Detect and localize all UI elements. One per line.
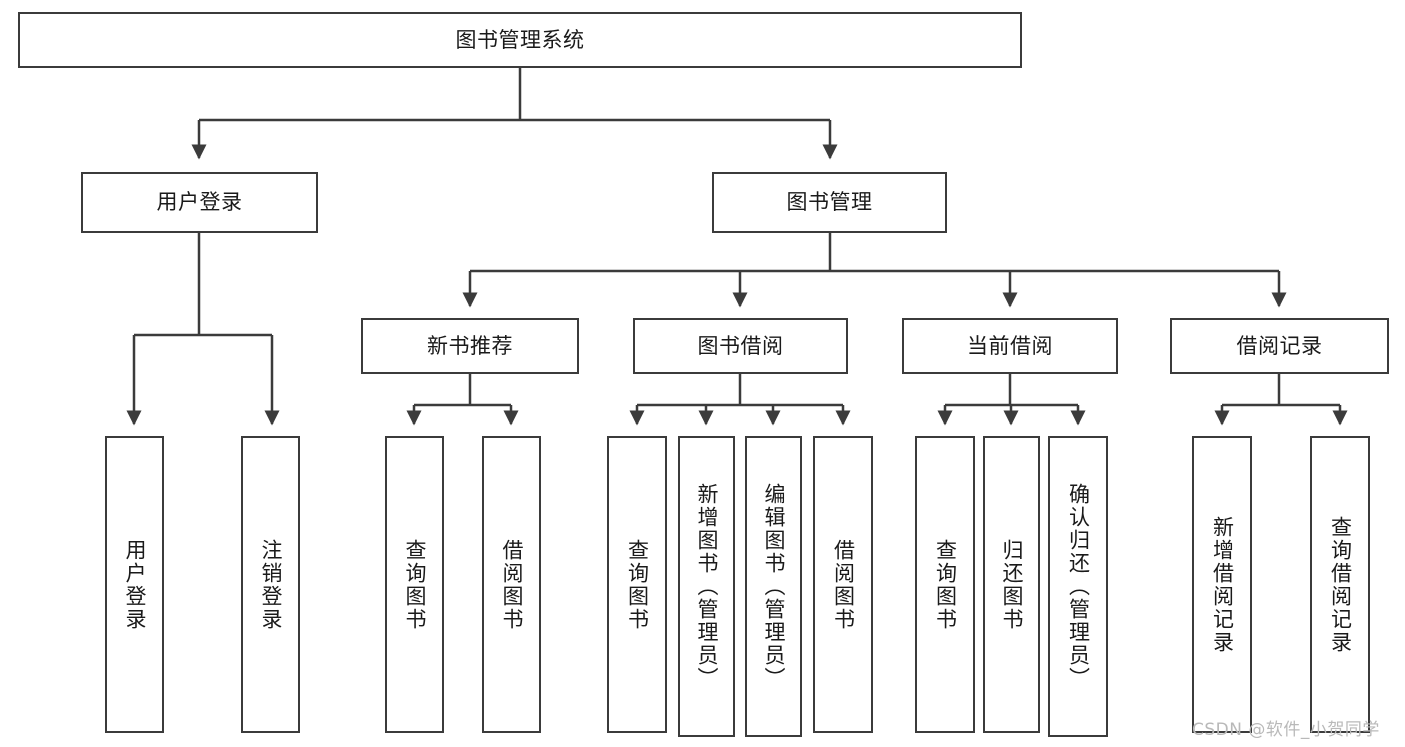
- leaf-edit-book-admin-label: 编辑图书（管理员）: [762, 483, 786, 690]
- node-book-management[interactable]: 图书管理: [712, 172, 947, 233]
- leaf-user-login[interactable]: 用户登录: [105, 436, 164, 733]
- leaf-confirm-return-admin[interactable]: 确认归还（管理员）: [1048, 436, 1108, 737]
- node-current-borrow-label: 当前借阅: [967, 333, 1053, 358]
- leaf-user-login-label: 用户登录: [123, 538, 147, 631]
- leaf-add-book-admin-label: 新增图书（管理员）: [695, 483, 719, 690]
- leaf-query-book-nbr[interactable]: 查询图书: [385, 436, 444, 733]
- leaf-borrow-book-bb-label: 借阅图书: [831, 538, 856, 631]
- leaf-add-borrow-record[interactable]: 新增借阅记录: [1192, 436, 1252, 733]
- node-new-book-recommend-label: 新书推荐: [427, 333, 513, 358]
- leaf-query-book-bb[interactable]: 查询图书: [607, 436, 667, 733]
- leaf-query-book-cb-label: 查询图书: [933, 538, 958, 631]
- leaf-add-book-admin[interactable]: 新增图书（管理员）: [678, 436, 735, 737]
- leaf-user-logout[interactable]: 注销登录: [241, 436, 300, 733]
- node-book-borrow[interactable]: 图书借阅: [633, 318, 848, 374]
- node-borrow-record[interactable]: 借阅记录: [1170, 318, 1389, 374]
- leaf-confirm-return-admin-label: 确认归还（管理员）: [1066, 483, 1091, 690]
- watermark-text: CSDN @软件_小贺同学: [1192, 720, 1380, 740]
- leaf-query-borrow-record-label: 查询借阅记录: [1328, 515, 1353, 654]
- node-borrow-record-label: 借阅记录: [1236, 333, 1323, 358]
- leaf-borrow-book-nbr[interactable]: 借阅图书: [482, 436, 541, 733]
- leaf-borrow-book-bb[interactable]: 借阅图书: [813, 436, 873, 733]
- leaf-query-book-nbr-label: 查询图书: [403, 538, 427, 631]
- node-root-label: 图书管理系统: [455, 27, 585, 52]
- leaf-user-logout-label: 注销登录: [259, 538, 283, 631]
- leaf-return-book-label: 归还图书: [1000, 538, 1024, 631]
- leaf-borrow-book-nbr-label: 借阅图书: [500, 538, 524, 631]
- node-user-login[interactable]: 用户登录: [81, 172, 318, 233]
- leaf-query-book-cb[interactable]: 查询图书: [915, 436, 975, 733]
- node-book-borrow-label: 图书借阅: [697, 333, 784, 358]
- node-new-book-recommend[interactable]: 新书推荐: [361, 318, 579, 374]
- node-book-management-label: 图书管理: [786, 190, 873, 215]
- leaf-return-book[interactable]: 归还图书: [983, 436, 1040, 733]
- leaf-query-book-bb-label: 查询图书: [625, 538, 650, 631]
- node-user-login-label: 用户登录: [156, 190, 243, 215]
- node-current-borrow[interactable]: 当前借阅: [902, 318, 1118, 374]
- leaf-add-borrow-record-label: 新增借阅记录: [1210, 515, 1235, 654]
- node-root[interactable]: 图书管理系统: [18, 12, 1022, 68]
- leaf-edit-book-admin[interactable]: 编辑图书（管理员）: [745, 436, 802, 737]
- leaf-query-borrow-record[interactable]: 查询借阅记录: [1310, 436, 1370, 733]
